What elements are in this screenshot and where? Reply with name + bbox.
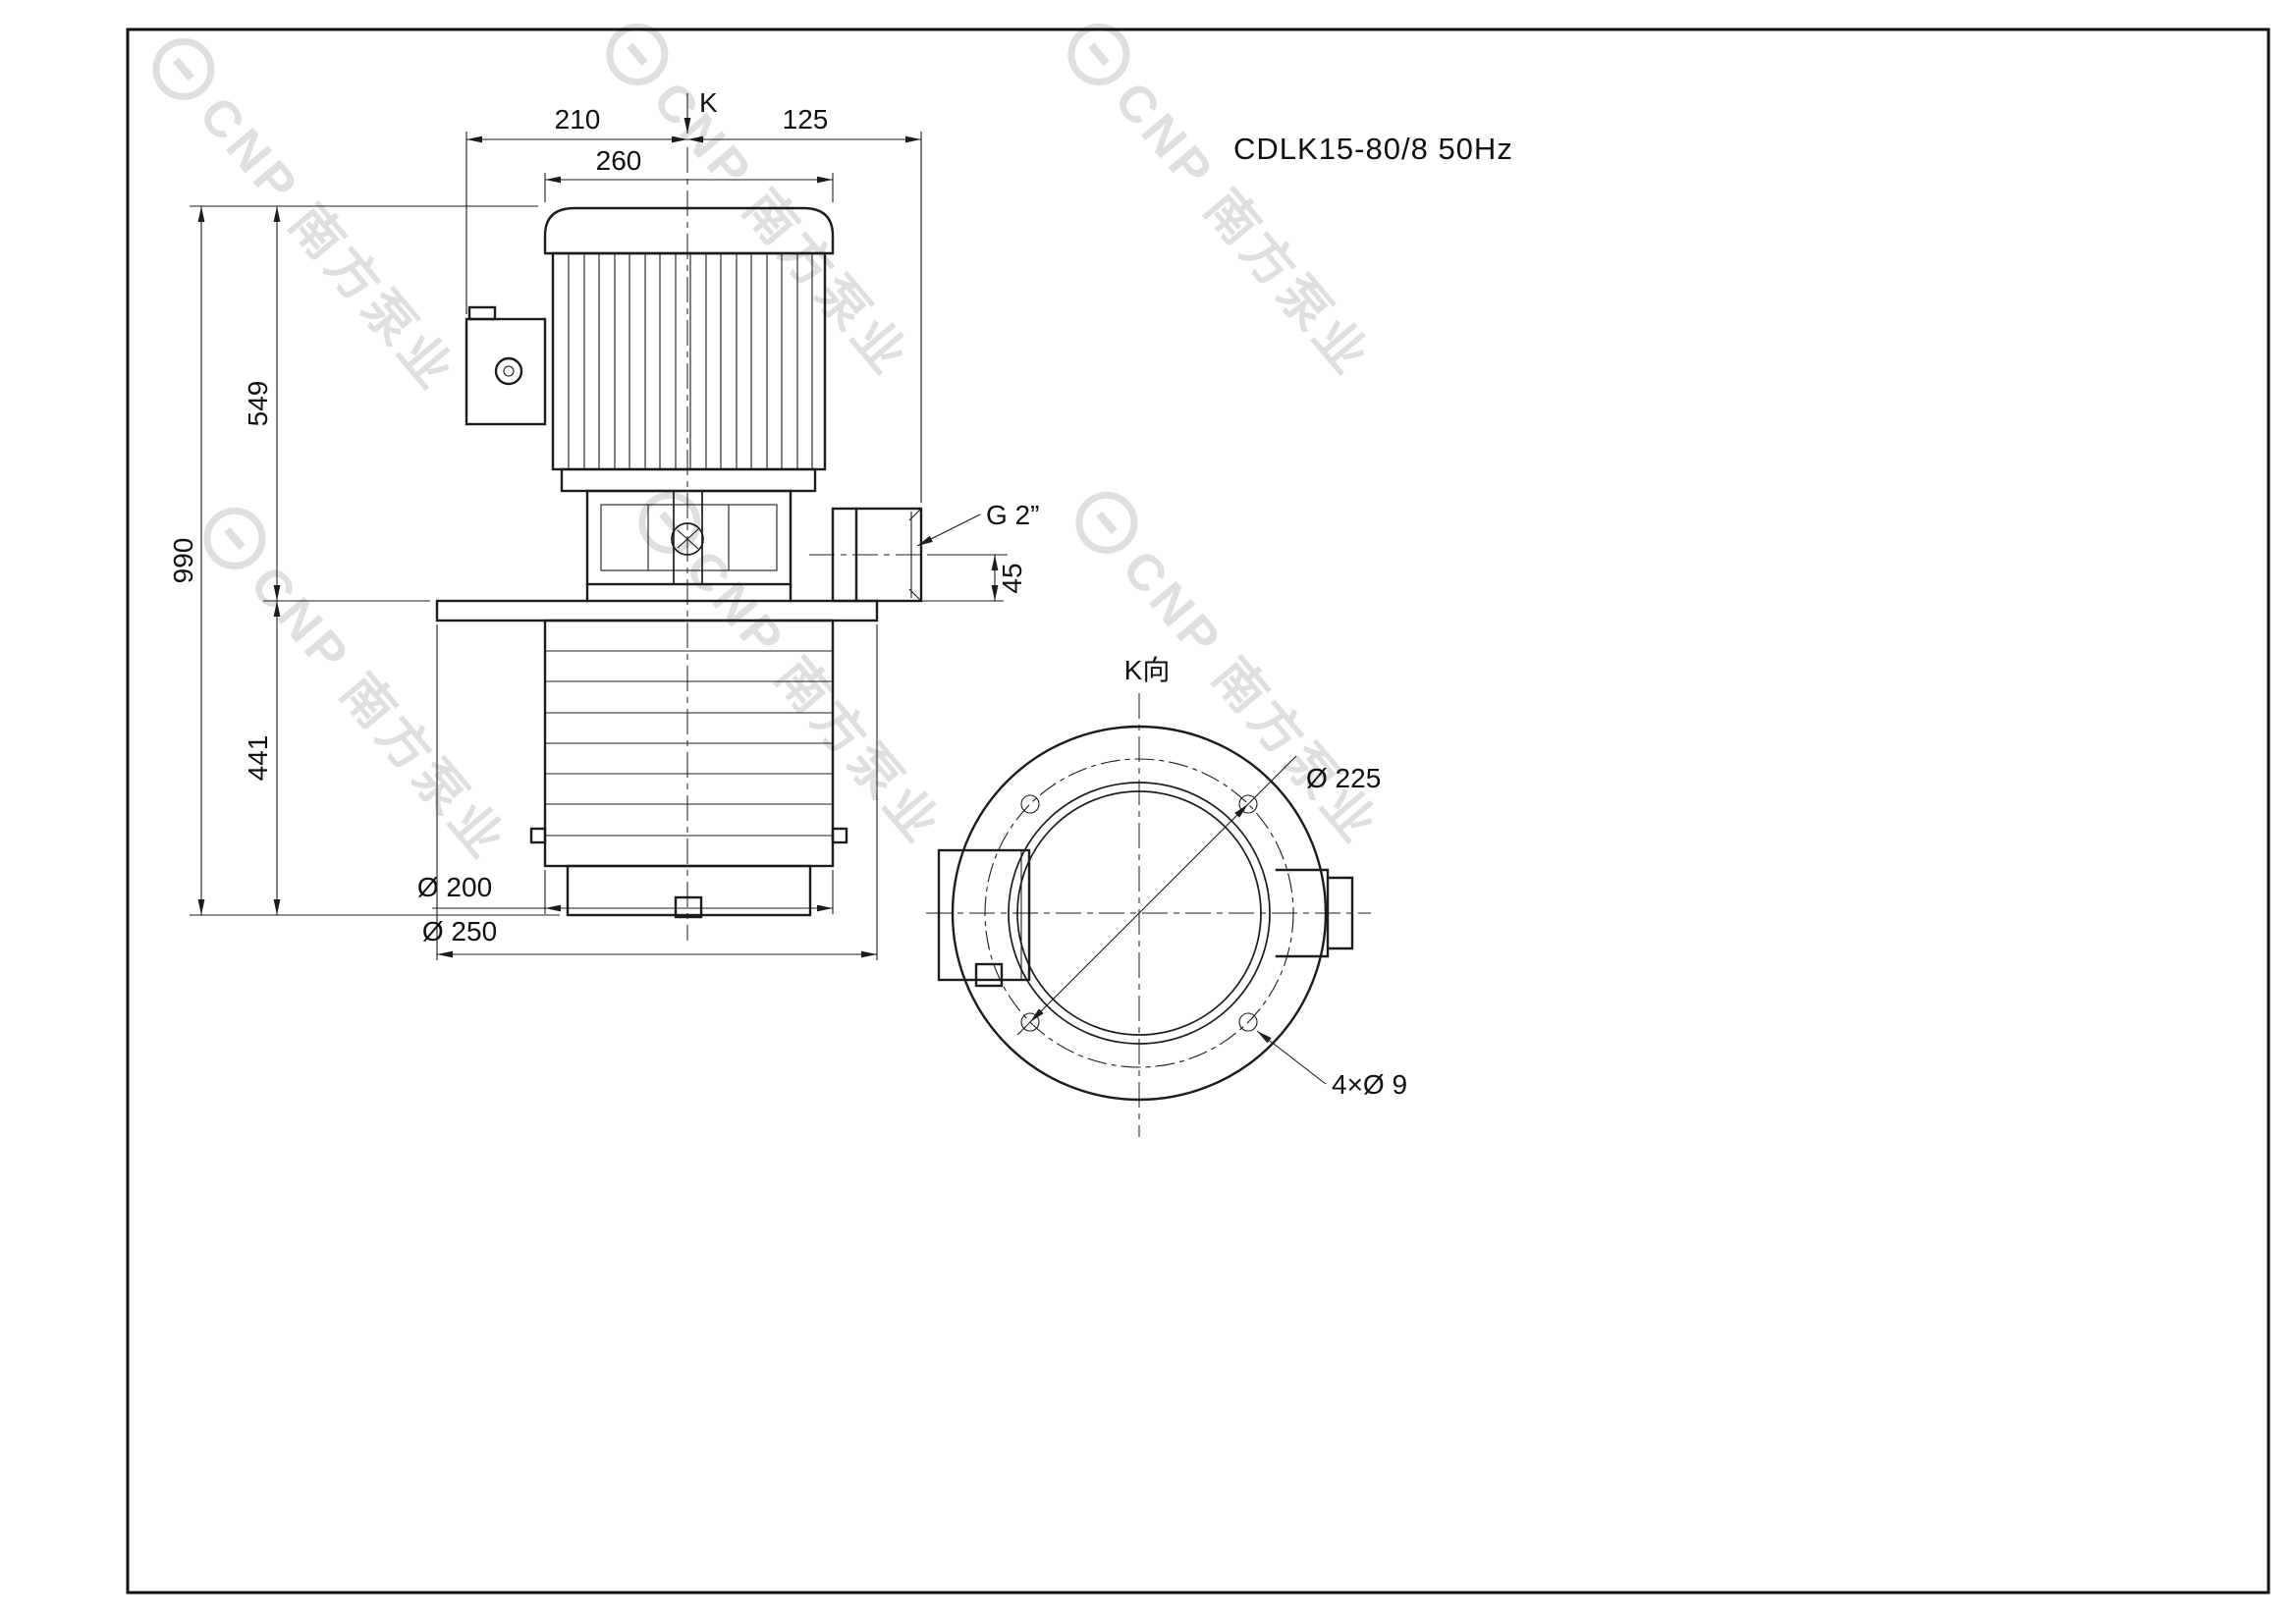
dim-210-label: 210	[555, 104, 601, 135]
watermark-text: CNP 南方泵业	[239, 556, 517, 872]
motor-body	[551, 251, 827, 471]
dim-holes: 4×Ø 9	[1256, 1030, 1407, 1100]
barrel-tab-right	[831, 827, 848, 844]
cnp-logo-icon	[203, 507, 266, 569]
watermark: CNP 南方泵业	[1067, 23, 1381, 388]
flange-outer-circle	[951, 725, 1328, 1102]
dim-125-label: 125	[783, 104, 829, 135]
dim-d225: Ø 225	[1016, 755, 1381, 1036]
dim-260: 260	[544, 145, 834, 202]
dim-d250-label: Ø 250	[422, 916, 497, 947]
dimension-line	[1029, 803, 1249, 1023]
dim-left-stack: 990 549 441	[168, 205, 560, 916]
barrel-outer-circle	[1008, 782, 1271, 1045]
bolt-hole	[1238, 1012, 1258, 1032]
coupling-hub	[671, 522, 704, 556]
cable-gland-inner	[503, 365, 515, 377]
thread-chamfer	[908, 508, 922, 602]
watermark-text: CNP 南方泵业	[1103, 72, 1381, 388]
motor-base	[560, 467, 817, 493]
watermark: CNP 南方泵业	[203, 507, 517, 872]
cnp-logo-icon	[606, 23, 669, 85]
cnp-logo-icon	[1067, 23, 1130, 85]
cable-gland	[494, 356, 523, 386]
leader-line	[916, 514, 981, 547]
dimension-tail	[1247, 755, 1297, 805]
dim-holes-label: 4×Ø 9	[1332, 1069, 1407, 1100]
k-arrow-label: K	[699, 87, 718, 118]
stage-lines	[545, 650, 833, 837]
bolt-circle	[984, 758, 1294, 1068]
thread-label: G 2”	[986, 500, 1039, 530]
cnp-logo-icon	[173, 57, 194, 81]
side-view	[435, 147, 1008, 941]
dim-260-label: 260	[596, 145, 642, 176]
top-view-label: K向	[1124, 655, 1171, 685]
watermark-text: CNP 南方泵业	[1111, 540, 1389, 856]
drawing-title: CDLK15-80/8 50Hz	[1233, 132, 1513, 166]
watermark-text: CNP 南方泵业	[641, 72, 919, 388]
junction-box-top	[937, 848, 1031, 982]
dimension-tail	[1016, 1021, 1031, 1036]
dim-d225-label: Ø 225	[1306, 763, 1381, 793]
dim-441-label: 441	[243, 735, 273, 782]
coupling-window	[600, 504, 778, 571]
cnp-logo-icon	[224, 526, 246, 551]
cnp-logo-icon	[152, 37, 215, 100]
dim-990-label: 990	[168, 538, 198, 584]
watermark: CNP 南方泵业	[1075, 491, 1389, 856]
cnp-logo-icon	[659, 511, 681, 535]
suction-section	[566, 864, 812, 917]
top-view: K向 Ø 225 4×Ø 9	[926, 655, 1407, 1137]
dim-d250: Ø 250	[422, 624, 878, 960]
dim-g2: G 2”	[916, 500, 1039, 547]
dim-d200-label: Ø 200	[417, 872, 492, 902]
cnp-logo-icon	[627, 42, 648, 67]
bolt-hole	[1020, 794, 1040, 814]
dim-549-label: 549	[243, 381, 273, 427]
junction-box-step	[467, 305, 497, 321]
sheet-border	[126, 27, 2270, 1595]
leader-line	[1256, 1030, 1327, 1085]
cnp-logo-icon	[1088, 42, 1110, 67]
motor-cap	[543, 206, 835, 255]
barrel-inner-circle	[1016, 790, 1262, 1036]
watermark-text: CNP 南方泵业	[674, 540, 952, 856]
side-view-dimensions: K 210 125 260 990 549 441	[168, 87, 1039, 960]
dim-210-125: 210 125	[465, 104, 922, 503]
junction-box	[465, 317, 547, 426]
cnp-logo-icon	[1096, 511, 1118, 535]
cnp-logo-icon	[1075, 491, 1138, 554]
discharge-port-top	[1275, 868, 1354, 958]
motor-fins	[568, 253, 813, 469]
watermark-text: CNP 南方泵业	[188, 86, 465, 403]
mounting-flange	[435, 599, 879, 622]
dim-45: 45	[881, 554, 1027, 602]
watermark: CNP 南方泵业	[606, 23, 919, 388]
barrel-tab-left	[529, 827, 547, 844]
cable-entry-top	[974, 962, 1004, 988]
view-arrow-k: K	[683, 87, 718, 134]
coupling-housing	[585, 489, 793, 586]
watermark: CNP 南方泵业	[152, 37, 465, 403]
dim-45-label: 45	[997, 563, 1027, 593]
dim-d200: Ø 200	[417, 870, 834, 914]
coupling-hatch	[677, 528, 699, 550]
